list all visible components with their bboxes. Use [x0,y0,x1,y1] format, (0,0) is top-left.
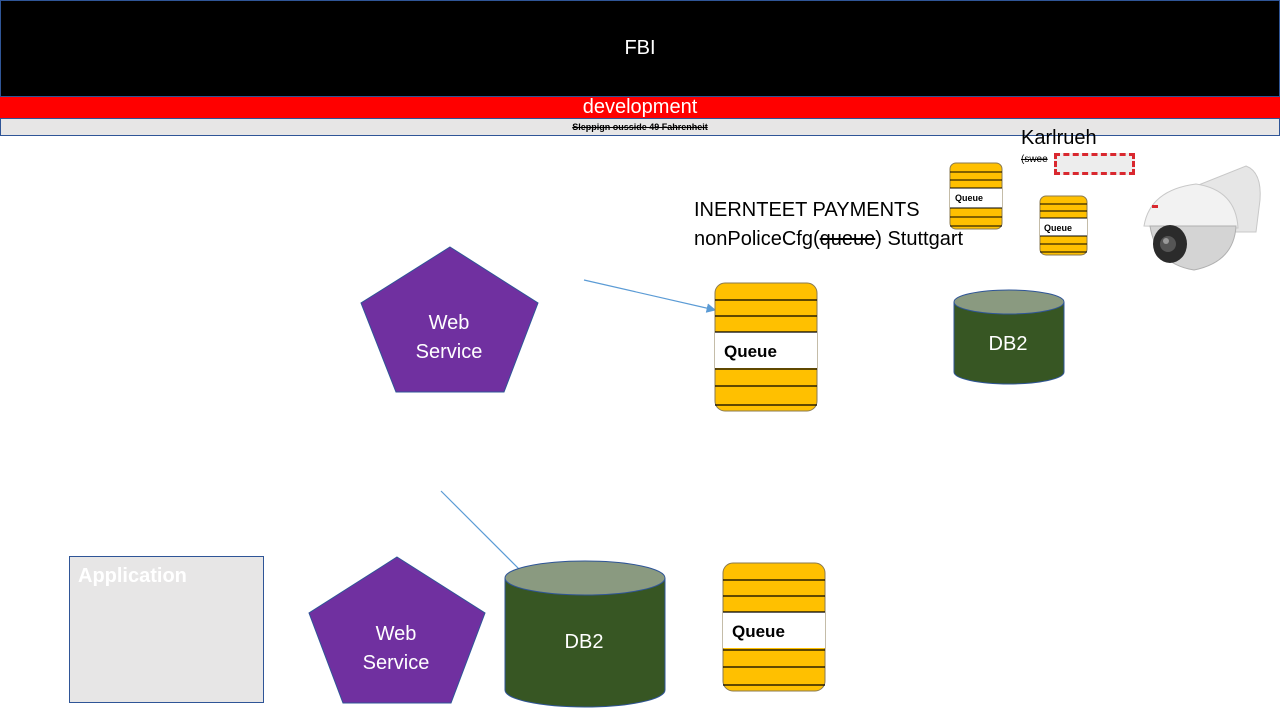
queue-main[interactable]: Queue [714,282,818,412]
queue-main-label: Queue [724,342,777,361]
environment-label: development [582,96,698,118]
queue-small-1[interactable]: Queue [949,162,1003,230]
connector-webservice-to-db2 [440,490,533,583]
queue-small-2[interactable]: Queue [1039,195,1088,256]
web-service-bottom-line1: Web [376,623,417,645]
queue-small-1-label: Queue [955,193,983,203]
security-camera-icon [1143,165,1261,271]
queue-bottom[interactable]: Queue [722,562,826,692]
connector-webservice-to-queue [583,279,717,313]
db2-bottom[interactable]: DB2 [504,560,666,708]
subtitle-label: Sleppign ousside 49 Fahrenheit [572,122,708,132]
web-service-bottom[interactable]: Web Service [308,556,486,704]
application-box[interactable]: Application [69,556,264,703]
page-title: FBI [624,37,656,59]
title-banner: FBI [0,0,1280,97]
payments-config-line: nonPoliceCfg(queue) Stuttgart [694,228,963,251]
location-title: Karlrueh [1021,127,1097,149]
payments-prefix: nonPoliceCfg( [694,228,820,250]
web-service-top-line2: Service [416,341,483,363]
payments-title: INERNTEET PAYMENTS [694,199,920,221]
subtitle-banner: Sleppign ousside 49 Fahrenheit [0,118,1280,136]
db2-top-label: DB2 [989,333,1028,355]
web-service-top-line1: Web [429,312,470,334]
web-service-top[interactable]: Web Service [360,246,539,393]
application-label: Application [78,565,187,587]
payments-suffix: ) Stuttgart [875,228,964,250]
redacted-box [1054,153,1135,175]
db2-top[interactable]: DB2 [953,289,1065,385]
web-service-bottom-line2: Service [363,652,430,674]
db2-bottom-label: DB2 [565,631,604,653]
queue-bottom-label: Queue [732,622,785,641]
environment-banner: development [0,97,1280,118]
location-note: (swee [1021,154,1048,165]
payments-struck-word: queue [819,228,876,250]
queue-small-2-label: Queue [1044,223,1072,233]
